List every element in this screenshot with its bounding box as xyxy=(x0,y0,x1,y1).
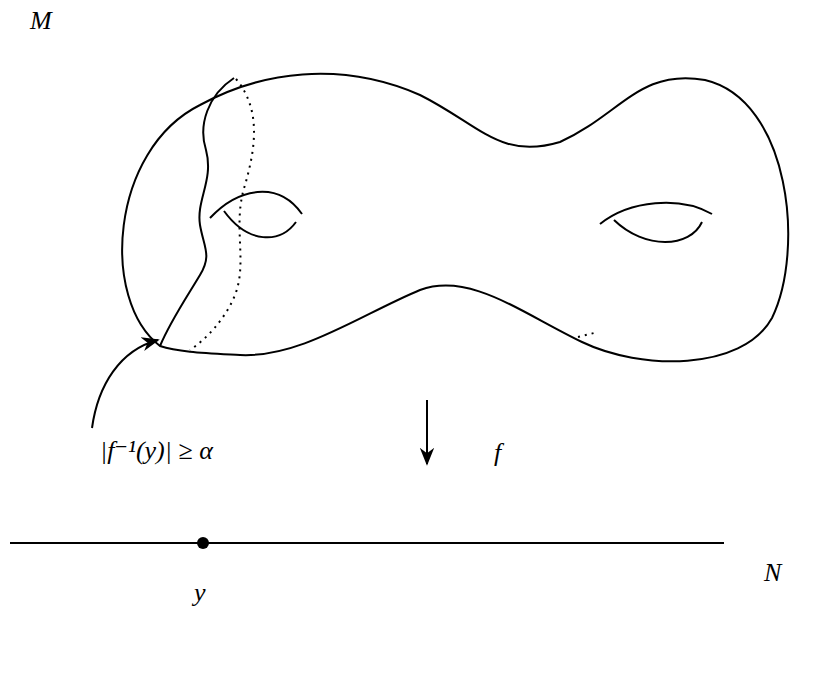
back-cut-curve xyxy=(190,79,254,350)
right-hole-lower xyxy=(614,220,702,242)
left-hole-lower xyxy=(224,211,296,237)
point-label: y xyxy=(194,580,206,606)
callout-label: |f⁻¹(y)| ≥ α xyxy=(100,438,213,464)
right-hole-upper xyxy=(600,203,712,224)
target-line xyxy=(10,542,724,544)
point-dot xyxy=(197,537,209,549)
surface-outline xyxy=(122,74,788,361)
map-arrow xyxy=(426,400,428,464)
left-hole-upper xyxy=(210,192,302,218)
hidden-edge xyxy=(578,332,598,337)
space-label: N xyxy=(764,560,781,586)
callout-arrow xyxy=(92,340,158,428)
front-cut-curve xyxy=(160,78,234,346)
space-label: M xyxy=(30,8,52,34)
map-label: f xyxy=(494,440,501,466)
